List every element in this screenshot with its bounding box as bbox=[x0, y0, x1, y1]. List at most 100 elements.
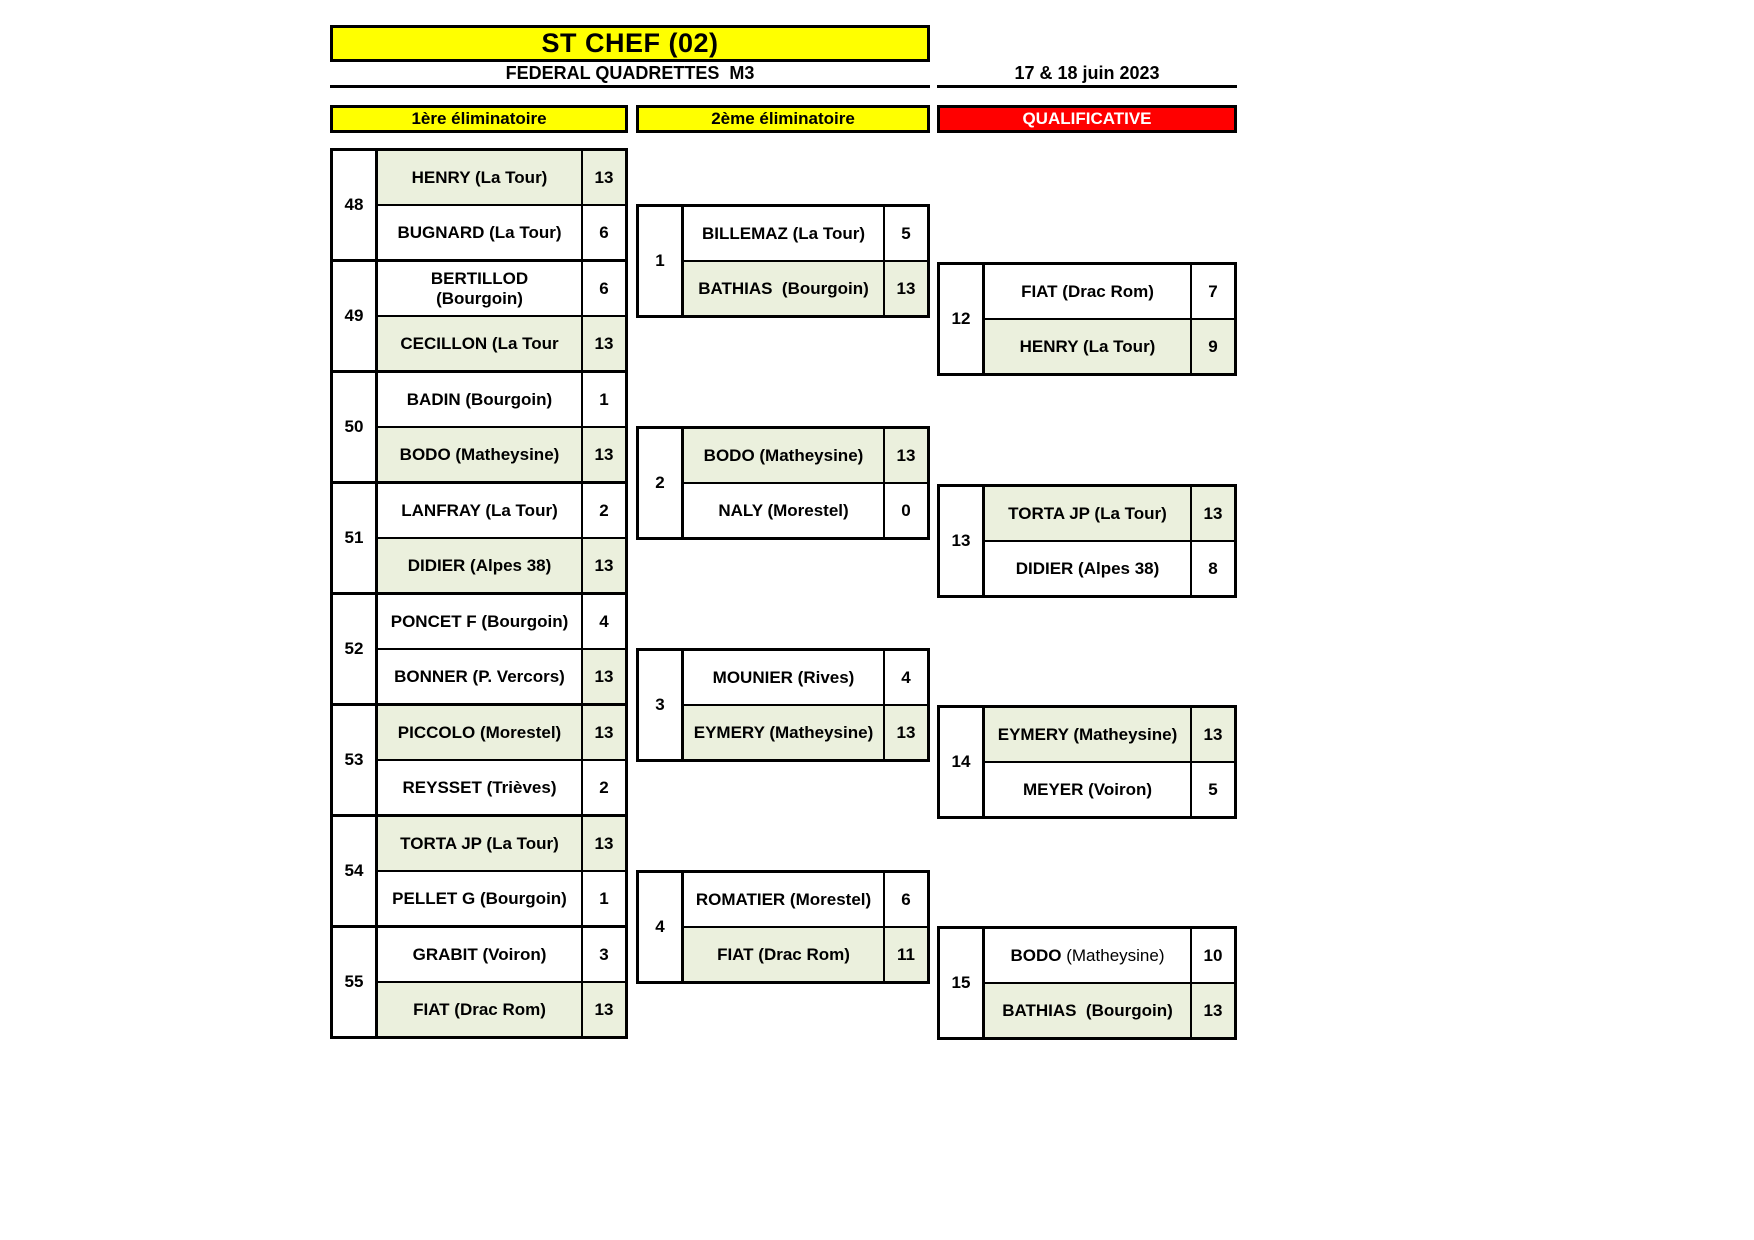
team-score: 13 bbox=[581, 317, 625, 370]
team-score: 13 bbox=[581, 983, 625, 1036]
team-score: 13 bbox=[883, 262, 927, 315]
team-score: 7 bbox=[1190, 265, 1234, 318]
match-box-14: 14 EYMERY (Matheysine) 13 MEYER (Voiron)… bbox=[937, 705, 1237, 819]
team-name: BODO (Matheysine) bbox=[684, 429, 883, 482]
match-number: 4 bbox=[639, 873, 684, 981]
tournament-title: ST CHEF (02) bbox=[330, 25, 930, 62]
team-name: PONCET F (Bourgoin) bbox=[390, 611, 569, 631]
match-number: 55 bbox=[333, 928, 378, 1036]
team-score: 10 bbox=[1190, 929, 1234, 982]
match-box-13: 13 TORTA JP (La Tour) 13 DIDIER (Alpes 3… bbox=[937, 484, 1237, 598]
match-box-1: 1 BILLEMAZ (La Tour) 5 BATHIAS (Bourgoin… bbox=[636, 204, 930, 318]
team-score: 4 bbox=[883, 651, 927, 704]
team-name: REYSSET (Trièves) bbox=[402, 777, 557, 797]
team-score: 5 bbox=[1190, 763, 1234, 816]
team-score: 8 bbox=[1190, 542, 1234, 595]
team-score: 3 bbox=[581, 928, 625, 981]
team-name: CECILLON (La Tour bbox=[378, 317, 581, 370]
match-number: 54 bbox=[333, 817, 378, 925]
match-number: 14 bbox=[940, 708, 985, 816]
match-box-12: 12 FIAT (Drac Rom) 7 HENRY (La Tour) 9 bbox=[937, 262, 1237, 376]
team-name: TORTA JP (La Tour) bbox=[985, 487, 1190, 540]
team-score: 13 bbox=[581, 650, 625, 703]
round1-header: 1ère éliminatoire bbox=[330, 105, 628, 133]
match-number: 3 bbox=[639, 651, 684, 759]
event-date: 17 & 18 juin 2023 bbox=[937, 62, 1237, 88]
team-name: HENRY (La Tour) bbox=[985, 320, 1190, 373]
team-name: BADIN (Bourgoin) bbox=[406, 389, 553, 409]
match-box-51: 51 LANFRAY (La Tour) 2 DIDIER (Alpes 38)… bbox=[330, 481, 628, 595]
match-number: 12 bbox=[940, 265, 985, 373]
team-name: LANFRAY (La Tour) bbox=[401, 500, 558, 520]
team-name: BATHIAS (Bourgoin) bbox=[684, 262, 883, 315]
team-name: BODO (Matheysine) bbox=[378, 428, 581, 481]
match-number: 15 bbox=[940, 929, 985, 1037]
team-name: BERTILLOD (Bourgoin) bbox=[430, 268, 529, 308]
match-box-49: 49 BERTILLOD (Bourgoin) 6 CECILLON (La T… bbox=[330, 259, 628, 373]
team-name: FIAT (Drac Rom) bbox=[684, 928, 883, 981]
team-score: 4 bbox=[581, 595, 625, 648]
team-name: EYMERY (Matheysine) bbox=[985, 708, 1190, 761]
team-score: 13 bbox=[1190, 984, 1234, 1037]
team-score: 1 bbox=[581, 373, 625, 426]
match-box-3: 3 MOUNIER (Rives) 4 EYMERY (Matheysine) … bbox=[636, 648, 930, 762]
team-score: 0 bbox=[883, 484, 927, 537]
match-box-48: 48 HENRY (La Tour) 13 BUGNARD (La Tour) … bbox=[330, 148, 628, 262]
match-number: 50 bbox=[333, 373, 378, 481]
team-score: 6 bbox=[581, 206, 625, 259]
team-name: BATHIAS (Bourgoin) bbox=[985, 984, 1190, 1037]
team-name: BONNER (P. Vercors) bbox=[394, 666, 565, 686]
match-box-53: 53 PICCOLO (Morestel) 13 REYSSET (Triève… bbox=[330, 703, 628, 817]
match-box-4: 4 ROMATIER (Morestel) 6 FIAT (Drac Rom) … bbox=[636, 870, 930, 984]
match-box-2: 2 BODO (Matheysine) 13 NALY (Morestel) 0 bbox=[636, 426, 930, 540]
team-score: 13 bbox=[581, 151, 625, 204]
team-name: EYMERY (Matheysine) bbox=[684, 706, 883, 759]
team-name: HENRY (La Tour) bbox=[378, 151, 581, 204]
match-box-15: 15 BODO (Matheysine) 10 BATHIAS (Bourgoi… bbox=[937, 926, 1237, 1040]
match-number: 52 bbox=[333, 595, 378, 703]
team-name: PELLET G (Bourgoin) bbox=[392, 888, 567, 908]
team-name: DIDIER (Alpes 38) bbox=[378, 539, 581, 592]
team-score: 2 bbox=[581, 484, 625, 537]
team-score: 13 bbox=[581, 706, 625, 759]
event-subtitle: FEDERAL QUADRETTES M3 bbox=[330, 62, 930, 88]
team-name: BILLEMAZ (La Tour) bbox=[701, 223, 866, 243]
match-box-50: 50 BADIN (Bourgoin) 1 BODO (Matheysine) … bbox=[330, 370, 628, 484]
team-name: NALY (Morestel) bbox=[718, 500, 849, 520]
match-box-55: 55 GRABIT (Voiron) 3 FIAT (Drac Rom) 13 bbox=[330, 925, 628, 1039]
team-name: TORTA JP (La Tour) bbox=[378, 817, 581, 870]
match-number: 2 bbox=[639, 429, 684, 537]
match-number: 1 bbox=[639, 207, 684, 315]
team-score: 5 bbox=[883, 207, 927, 260]
match-number: 53 bbox=[333, 706, 378, 814]
qualificative-header: QUALIFICATIVE bbox=[937, 105, 1237, 133]
match-number: 49 bbox=[333, 262, 378, 370]
team-score: 6 bbox=[883, 873, 927, 926]
team-name: ROMATIER (Morestel) bbox=[695, 889, 872, 909]
team-name: GRABIT (Voiron) bbox=[412, 944, 547, 964]
team-score: 13 bbox=[581, 817, 625, 870]
team-name: BUGNARD (La Tour) bbox=[397, 222, 562, 242]
team-score: 13 bbox=[1190, 487, 1234, 540]
team-name: MOUNIER (Rives) bbox=[712, 667, 855, 687]
round2-header: 2ème éliminatoire bbox=[636, 105, 930, 133]
team-name: DIDIER (Alpes 38) bbox=[1015, 558, 1160, 578]
team-score: 1 bbox=[581, 872, 625, 925]
team-score: 9 bbox=[1190, 320, 1234, 373]
team-score: 2 bbox=[581, 761, 625, 814]
team-name: MEYER (Voiron) bbox=[1022, 779, 1153, 799]
team-score: 13 bbox=[581, 539, 625, 592]
team-name: FIAT (Drac Rom) bbox=[378, 983, 581, 1036]
team-score: 13 bbox=[883, 429, 927, 482]
team-score: 11 bbox=[883, 928, 927, 981]
team-score: 13 bbox=[581, 428, 625, 481]
match-number: 13 bbox=[940, 487, 985, 595]
team-score: 6 bbox=[581, 262, 625, 315]
match-number: 48 bbox=[333, 151, 378, 259]
match-box-52: 52 PONCET F (Bourgoin) 4 BONNER (P. Verc… bbox=[330, 592, 628, 706]
match-box-54: 54 TORTA JP (La Tour) 13 PELLET G (Bourg… bbox=[330, 814, 628, 928]
team-score: 13 bbox=[1190, 708, 1234, 761]
team-name: PICCOLO (Morestel) bbox=[378, 706, 581, 759]
match-number: 51 bbox=[333, 484, 378, 592]
